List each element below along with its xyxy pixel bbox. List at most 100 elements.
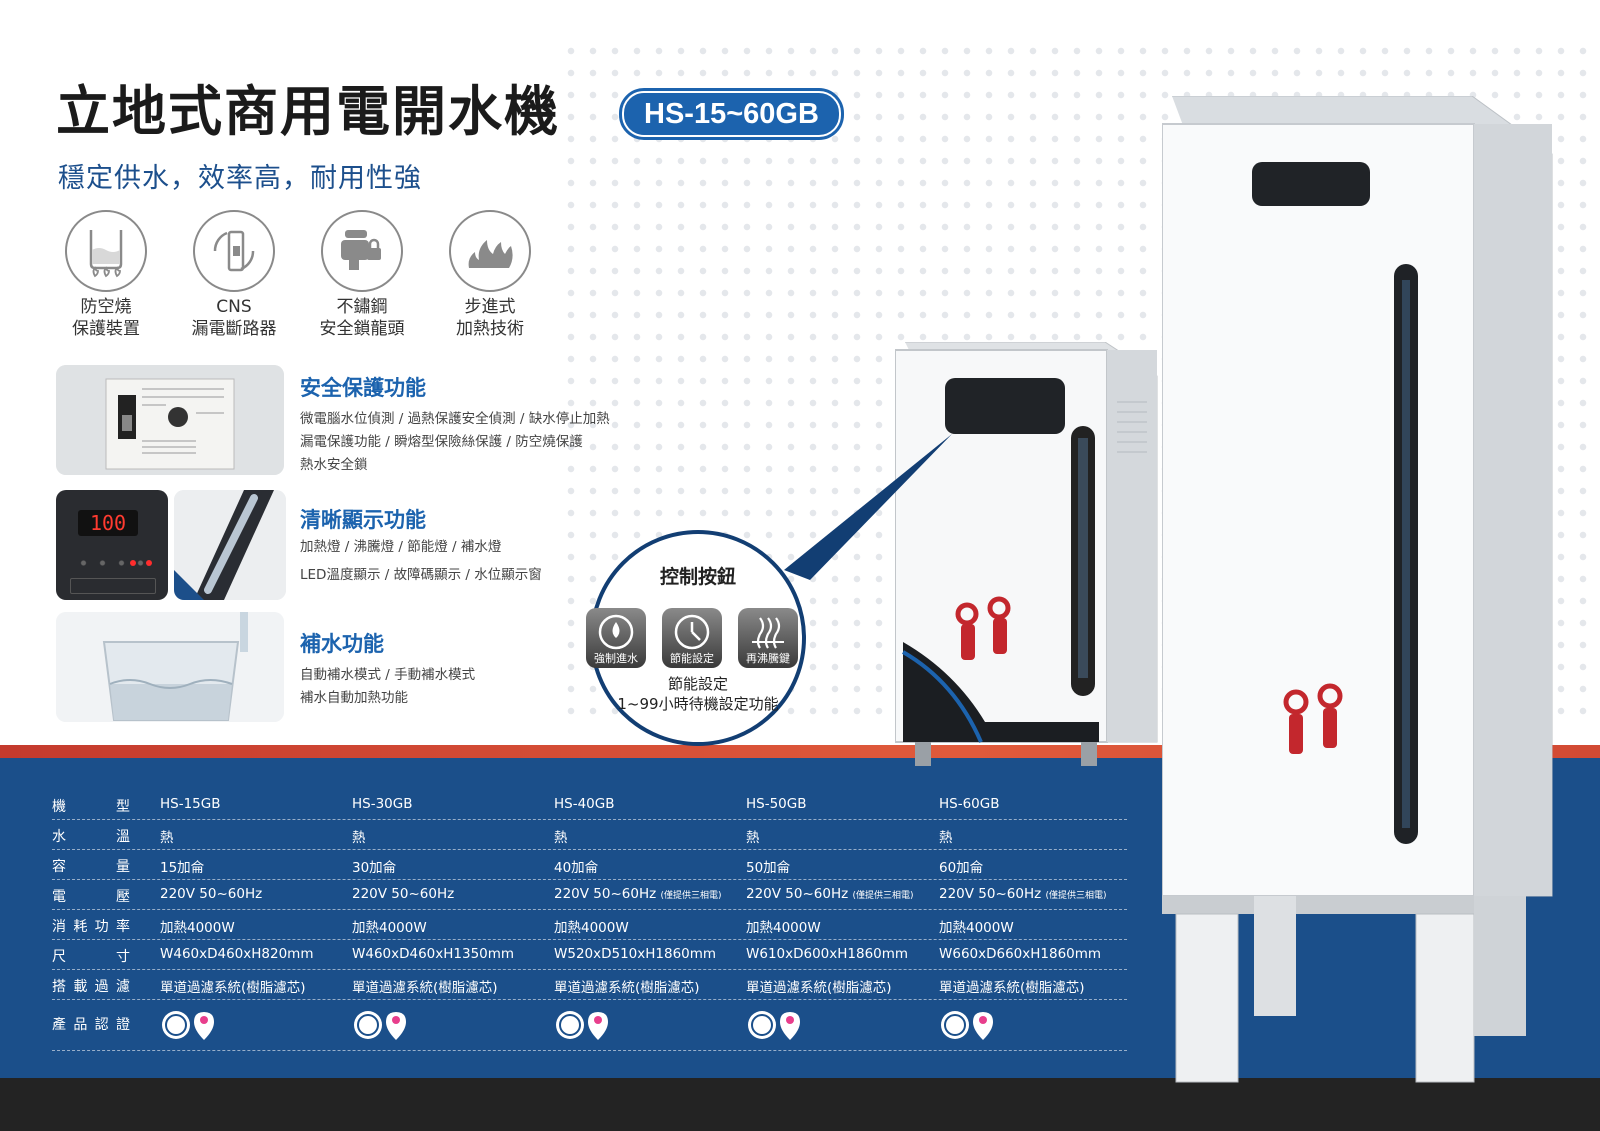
display-section-title: 清晰顯示功能 — [300, 508, 426, 532]
spec-note: (僅提供三相電) — [852, 891, 914, 901]
safety-section-text: 微電腦水位偵測 / 過熱保護安全偵測 / 缺水停止加熱 漏電保護功能 / 瞬熔型… — [300, 408, 610, 477]
refill-line: 自動補水模式 / 手動補水模式 — [300, 667, 476, 683]
button-label: 強制進水 — [594, 652, 638, 665]
feature-icons-row: 防空燒 保護裝置 CNS 漏電斷路器 不鏽鋼 安全鎖龍頭 — [56, 210, 556, 342]
spec-cell: 熱 — [554, 830, 568, 846]
spec-row-dimensions: 尺寸 W460xD460xH820mm W460xD460xH1350mm W5… — [52, 940, 1127, 970]
spec-value: 220V 50~60Hz — [939, 886, 1042, 902]
spec-cell: 220V 50~60Hz (僅提供三相電) — [746, 886, 914, 902]
spec-label: 搭載過濾 — [52, 979, 132, 995]
spec-cell: 單道過濾系統(樹脂濾芯) — [939, 980, 1085, 996]
spec-cell: HS-60GB — [939, 796, 1000, 812]
spec-label: 機型 — [52, 799, 132, 815]
feature-lock-tap: 不鏽鋼 安全鎖龍頭 — [312, 210, 412, 340]
control-panel-title: 控制按鈕 — [659, 566, 736, 588]
spec-cell: 30加侖 — [352, 860, 397, 876]
indicator-lights — [74, 560, 150, 566]
spec-row-capacity: 容量 15加侖 30加侖 40加侖 50加侖 60加侖 — [52, 850, 1127, 880]
callout-pointer — [784, 434, 952, 580]
feature-step-heating: 步進式 加熱技術 — [440, 210, 540, 340]
spec-cell: 50加侖 — [746, 860, 791, 876]
certification-marks — [160, 1008, 230, 1045]
spec-table: 機型 HS-15GB HS-30GB HS-40GB HS-50GB HS-60… — [52, 790, 1127, 1051]
display-line: LED溫度顯示 / 故障碼顯示 / 水位顯示窗 — [300, 567, 542, 583]
safety-line: 漏電保護功能 / 瞬熔型保險絲保護 / 防空燒保護 — [300, 434, 583, 450]
spec-cell: 熱 — [746, 830, 760, 846]
steam-icon — [752, 617, 784, 649]
spec-cell: 熱 — [939, 830, 953, 846]
certification-marks — [939, 1008, 1009, 1045]
spec-row-water-temp: 水溫 熱 熱 熱 熱 熱 — [52, 820, 1127, 850]
certification-marks — [554, 1008, 624, 1045]
model-range-badge: HS-15~60GB — [622, 91, 841, 137]
spec-cell: 60加侖 — [939, 860, 984, 876]
spec-row-filtration: 搭載過濾 單道過濾系統(樹脂濾芯) 單道過濾系統(樹脂濾芯) 單道過濾系統(樹脂… — [52, 970, 1127, 1000]
spec-cell: 加熱4000W — [160, 920, 235, 936]
spec-cell: 加熱4000W — [939, 920, 1014, 936]
spec-row-power: 消耗功率 加熱4000W 加熱4000W 加熱4000W 加熱4000W 加熱4… — [52, 910, 1127, 940]
spec-cell: 220V 50~60Hz (僅提供三相電) — [939, 886, 1107, 902]
spec-value: 220V 50~60Hz — [554, 886, 657, 902]
spec-cell: 220V 50~60Hz — [160, 886, 262, 902]
spec-value: 220V 50~60Hz — [160, 886, 263, 902]
spec-label: 容量 — [52, 859, 132, 875]
spec-cell: 熱 — [160, 830, 174, 846]
spec-cell: 加熱4000W — [554, 920, 629, 936]
refill-line: 補水自動加熱功能 — [300, 690, 408, 706]
spec-label: 水溫 — [52, 829, 132, 845]
spec-row-voltage: 電壓 220V 50~60Hz 220V 50~60Hz 220V 50~60H… — [52, 880, 1127, 910]
safety-line: 微電腦水位偵測 / 過熱保護安全偵測 / 缺水停止加熱 — [300, 411, 610, 427]
breaker-panel-photo — [56, 365, 284, 475]
display-section-text: 加熱燈 / 沸騰燈 / 節能燈 / 補水燈 LED溫度顯示 / 故障碼顯示 / … — [300, 536, 542, 587]
spec-label: 產品認證 — [52, 1017, 132, 1033]
spec-label: 電壓 — [52, 889, 132, 905]
water-level-window-photo — [174, 490, 286, 600]
spec-cell: 單道過濾系統(樹脂濾芯) — [160, 980, 306, 996]
spec-cell: 單道過濾系統(樹脂濾芯) — [352, 980, 498, 996]
spec-cell: 40加侖 — [554, 860, 599, 876]
spec-value: 220V 50~60Hz — [352, 886, 455, 902]
water-glass-photo — [56, 612, 284, 722]
spec-note: (僅提供三相電) — [660, 891, 722, 901]
safety-line: 熱水安全鎖 — [300, 457, 368, 473]
safety-section-title: 安全保護功能 — [300, 376, 426, 400]
feature-boil-dry-protection: 防空燒 保護裝置 — [56, 210, 156, 340]
spec-cell: HS-30GB — [352, 796, 413, 812]
spec-cell: W660xD660xH1860mm — [939, 946, 1102, 962]
large-water-boiler-illustration — [1161, 95, 1560, 1096]
refill-section-title: 補水功能 — [300, 632, 384, 656]
spec-cell: W520xD510xH1860mm — [554, 946, 717, 962]
refill-section-text: 自動補水模式 / 手動補水模式 補水自動加熱功能 — [300, 664, 475, 710]
spec-cell: 220V 50~60Hz — [352, 886, 454, 902]
spec-cell: 單道過濾系統(樹脂濾芯) — [746, 980, 892, 996]
spec-cell: 加熱4000W — [746, 920, 821, 936]
spec-cell: 加熱4000W — [352, 920, 427, 936]
display-line: 加熱燈 / 沸騰燈 / 節能燈 / 補水燈 — [300, 539, 502, 555]
spec-row-model: 機型 HS-15GB HS-30GB HS-40GB HS-50GB HS-60… — [52, 790, 1127, 820]
spec-cell: W610xD600xH1860mm — [746, 946, 909, 962]
feature-label: 防空燒 保護裝置 — [72, 297, 140, 339]
spec-label: 尺寸 — [52, 949, 132, 965]
lock-tap-icon — [321, 210, 403, 292]
feature-cns-breaker: CNS 漏電斷路器 — [184, 210, 284, 340]
energy-note-title: 節能設定 — [667, 675, 728, 693]
reboil-button: 再沸騰鍵 — [738, 608, 798, 668]
spec-cell: 單道過濾系統(樹脂濾芯) — [554, 980, 700, 996]
spec-cell: 15加侖 — [160, 860, 205, 876]
energy-saving-button: 節能設定 — [662, 608, 722, 668]
feature-label: 步進式 加熱技術 — [456, 297, 524, 339]
button-label: 節能設定 — [670, 652, 714, 665]
water-drop-icon — [598, 614, 634, 650]
button-label: 再沸騰鍵 — [746, 652, 790, 665]
control-buttons-callout: 控制按鈕 強制進水 節能設定 再沸騰鍵 節能設定 1~99小時待機設定功能 — [586, 530, 806, 746]
spec-row-certification: 產品認證 — [52, 1000, 1127, 1051]
spec-label: 消耗功率 — [52, 919, 132, 935]
cns-breaker-icon — [193, 210, 275, 292]
led-temperature-readout: 100 — [78, 510, 138, 536]
feature-label: 不鏽鋼 安全鎖龍頭 — [319, 297, 405, 339]
spec-cell: 220V 50~60Hz (僅提供三相電) — [554, 886, 722, 902]
page-title: 立地式商用電開水機 — [56, 80, 560, 143]
spec-value: 220V 50~60Hz — [746, 886, 849, 902]
energy-note-text: 1~99小時待機設定功能 — [617, 695, 779, 713]
page-subtitle: 穩定供水，效率高，耐用性強 — [58, 163, 422, 194]
